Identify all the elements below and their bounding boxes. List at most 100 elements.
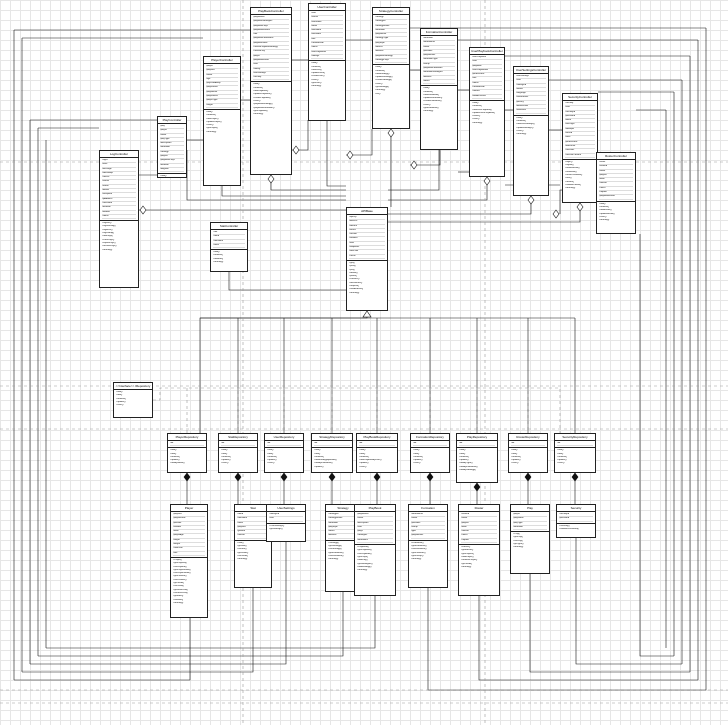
class-box-c19[interactable]: PlayBookRepository-db+add()+find()+remov… [356, 433, 398, 473]
attribute: -setting [253, 68, 289, 72]
operation: +save() [375, 82, 383, 85]
operation: +unlock() [565, 180, 575, 183]
operation: +find() [267, 452, 274, 455]
class-box-c20[interactable]: FormationRepository-db+add()+find()+remo… [410, 433, 450, 473]
operation: +toString() [472, 121, 483, 124]
operation: +add() [459, 449, 466, 452]
generalization-line [199, 311, 368, 433]
class-name: Formation [409, 505, 447, 512]
class-box-c31[interactable]: Play-playId-playName-playType-formation+… [510, 504, 550, 574]
class-box-c30[interactable]: Roster-rosterId-name-players-team-season… [458, 504, 500, 596]
association-line [427, 588, 706, 691]
attribute: -captain [599, 191, 633, 196]
operation: +save() [511, 462, 519, 465]
attribute: -formation [423, 37, 455, 42]
class-box-c12[interactable]: StatController-stat-statId-statName-valu… [210, 222, 248, 272]
attribute: -formationId [411, 513, 445, 518]
operations-section: +add()+remove()+findUser()+updateUser()+… [309, 61, 345, 89]
operation: +getStrategies() [357, 562, 373, 565]
class-box-c10[interactable]: RosterController-roster-rosterId-name-pl… [596, 152, 636, 234]
operations-section: +add()+remove()+findFormation()+updateFo… [421, 86, 457, 114]
class-box-c22[interactable]: RosterRepository-db+add()+find()+remove(… [508, 433, 548, 473]
class-box-c5[interactable]: UserPlaybookController-userPlaybook-user… [469, 47, 505, 177]
operation: +update() [459, 459, 469, 462]
attribute: -strategy [375, 16, 407, 21]
attribute: -createdDate [472, 86, 502, 91]
class-name: Security [557, 505, 595, 512]
operation: +update() [221, 459, 231, 462]
operation: +save() [116, 404, 124, 407]
association-line [639, 234, 674, 657]
class-box-c29[interactable]: Formation-formationId-name-positions-lin… [408, 504, 448, 588]
operation: +remove() [116, 397, 127, 400]
attribute: -status [472, 82, 502, 87]
operation: +getPlayer() [206, 127, 218, 130]
class-box-c26[interactable]: UserSettings-settingsId-user+UserSetting… [266, 504, 306, 542]
attribute: -strategyName [375, 25, 407, 29]
class-box-c28[interactable]: PlayBook-playbookId-name-description-use… [354, 504, 396, 596]
operation: +toString() [213, 261, 224, 264]
class-box-c4[interactable]: FormationController-formation-formationI… [420, 28, 458, 150]
attribute: -coach [599, 187, 633, 192]
class-box-c14[interactable]: <<Interface>> IRepository+add()+find()+r… [113, 382, 153, 418]
operation: +toString() [173, 601, 184, 604]
operation: +patch() [349, 275, 358, 278]
attribute: -playerRoles [423, 54, 455, 59]
class-box-c2[interactable]: PlayerController-player-playerId-name-ag… [203, 56, 241, 186]
class-box-c18[interactable]: StrategyRepository-db+add()+find()+remov… [311, 433, 353, 473]
operations-section: +add()+find()+remove()+findStrategyByNam… [312, 448, 352, 470]
operations-section: +UserSettings()+getSettings() [267, 524, 305, 533]
attribute: -playId [160, 129, 184, 134]
class-box-c15[interactable]: PlayerRepository-db+add()+find()+remove(… [167, 433, 207, 473]
attribute: -duration [102, 206, 136, 211]
attribute: -security [565, 102, 595, 107]
class-box-c9[interactable]: PlayController-play-playId-name-playType… [157, 116, 187, 178]
attribute: -playerId [173, 513, 205, 518]
operation: +getPlayerId() [173, 562, 187, 565]
attribute: -retries [349, 229, 385, 234]
operation: +save() [253, 99, 261, 102]
class-box-c21[interactable]: PlayRepository-db+add()+find()+remove()+… [456, 433, 498, 483]
operation: +getValue() [237, 551, 249, 554]
operation: +login() [565, 160, 573, 163]
class-name: PlayerRepository [168, 434, 206, 441]
attribute: -db [314, 442, 350, 447]
operation: +getPlays() [357, 555, 369, 558]
attribute: -exception [102, 193, 136, 198]
operation: +save() [557, 462, 565, 465]
class-box-c7[interactable]: SecurityController-security-user-securit… [562, 93, 598, 203]
class-box-c24[interactable]: Player-playerId-playerName-position-numb… [170, 504, 208, 618]
class-box-c13[interactable]: APIBase-apiKey-baseUrl-timeout-retries-v… [346, 207, 388, 311]
class-box-c11[interactable]: LogController-logId-level-message-timest… [99, 150, 139, 288]
attribute: -roster [599, 161, 633, 166]
attribute: -description [160, 142, 184, 147]
class-box-c32[interactable]: Security-securityId-password+Security()+… [556, 504, 596, 538]
class-box-c16[interactable]: StatRepository-db+add()+find()+remove()+… [218, 433, 258, 473]
attribute: -season [599, 182, 633, 187]
operation: +setSkillLevel() [173, 591, 188, 594]
class-box-c3[interactable]: StrategyController-strategy-strategyId-s… [372, 7, 410, 129]
class-box-c6[interactable]: UserSettingsController-userSettings-user… [513, 66, 549, 196]
attribute: -db [413, 442, 447, 447]
class-name: StatRepository [219, 434, 257, 441]
class-box-c25[interactable]: Stat-statId-statName-value-playerId-game… [234, 504, 272, 588]
operation: +findRoster() [599, 209, 612, 212]
operation: +get() [349, 261, 355, 264]
attributes-section: -security-user-securityId-password-token… [563, 101, 597, 160]
attribute: -autoSave [516, 109, 546, 114]
association-line [186, 150, 346, 201]
class-box-c1[interactable]: PlayBookController-playbookId-playbookSt… [250, 7, 292, 175]
class-box-c17[interactable]: UserRepository-db+add()+find()+remove()+… [264, 433, 304, 473]
attribute: -user [565, 106, 595, 111]
operation: +getFormation() [328, 551, 344, 554]
operation: +getType() [513, 543, 524, 546]
class-box-c23[interactable]: SecurityRepository-db+add()+find()+remov… [554, 433, 596, 473]
operation: +find() [459, 452, 466, 455]
class-box-c8[interactable]: UserController-user-userId-username-emai… [308, 3, 346, 121]
attribute: -sessionTimeout [565, 154, 595, 158]
operation: +Stat() [237, 541, 244, 544]
class-name: Player [171, 505, 207, 512]
operation: +find() [314, 452, 321, 455]
operation: +getStrategy() [328, 545, 342, 548]
attributes-section: -playbookId-playbookStrategies-playbookP… [251, 15, 291, 83]
